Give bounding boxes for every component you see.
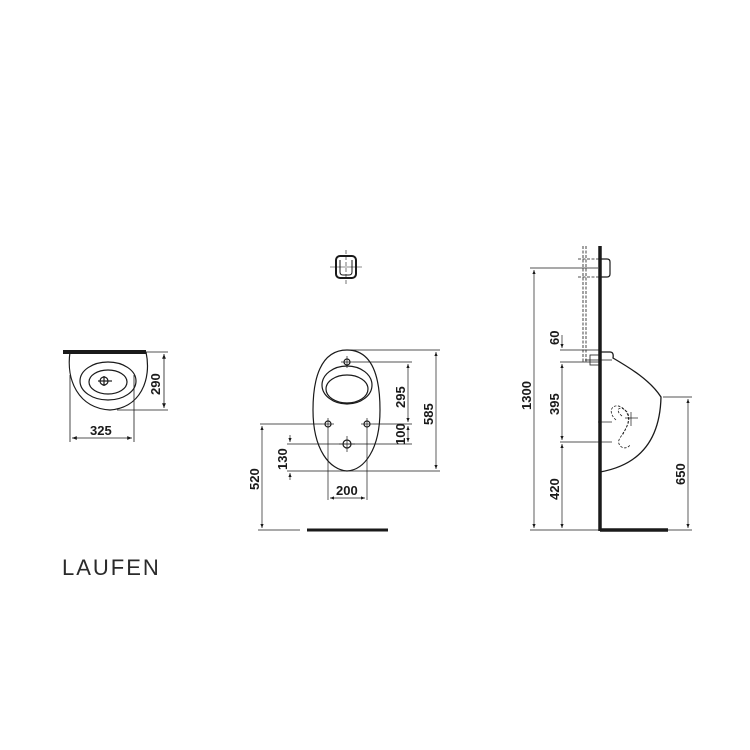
dim-200: 200 xyxy=(336,483,358,498)
dim-130: 130 xyxy=(275,448,290,470)
dim-650: 650 xyxy=(673,463,688,485)
dim-100: 100 xyxy=(393,423,408,445)
laufen-logo: LAUFEN xyxy=(62,555,161,580)
top-view xyxy=(63,350,168,442)
dim-585: 585 xyxy=(421,403,436,425)
front-view xyxy=(258,349,440,532)
dim-1300: 1300 xyxy=(519,381,534,410)
dim-60: 60 xyxy=(547,331,562,345)
dim-395: 395 xyxy=(547,393,562,415)
dim-325: 325 xyxy=(90,423,112,438)
dim-520: 520 xyxy=(247,468,262,490)
outlet-symbol xyxy=(330,250,362,285)
dim-290: 290 xyxy=(148,373,163,395)
dim-420: 420 xyxy=(547,478,562,500)
side-view xyxy=(530,246,692,532)
dim-295: 295 xyxy=(393,386,408,408)
